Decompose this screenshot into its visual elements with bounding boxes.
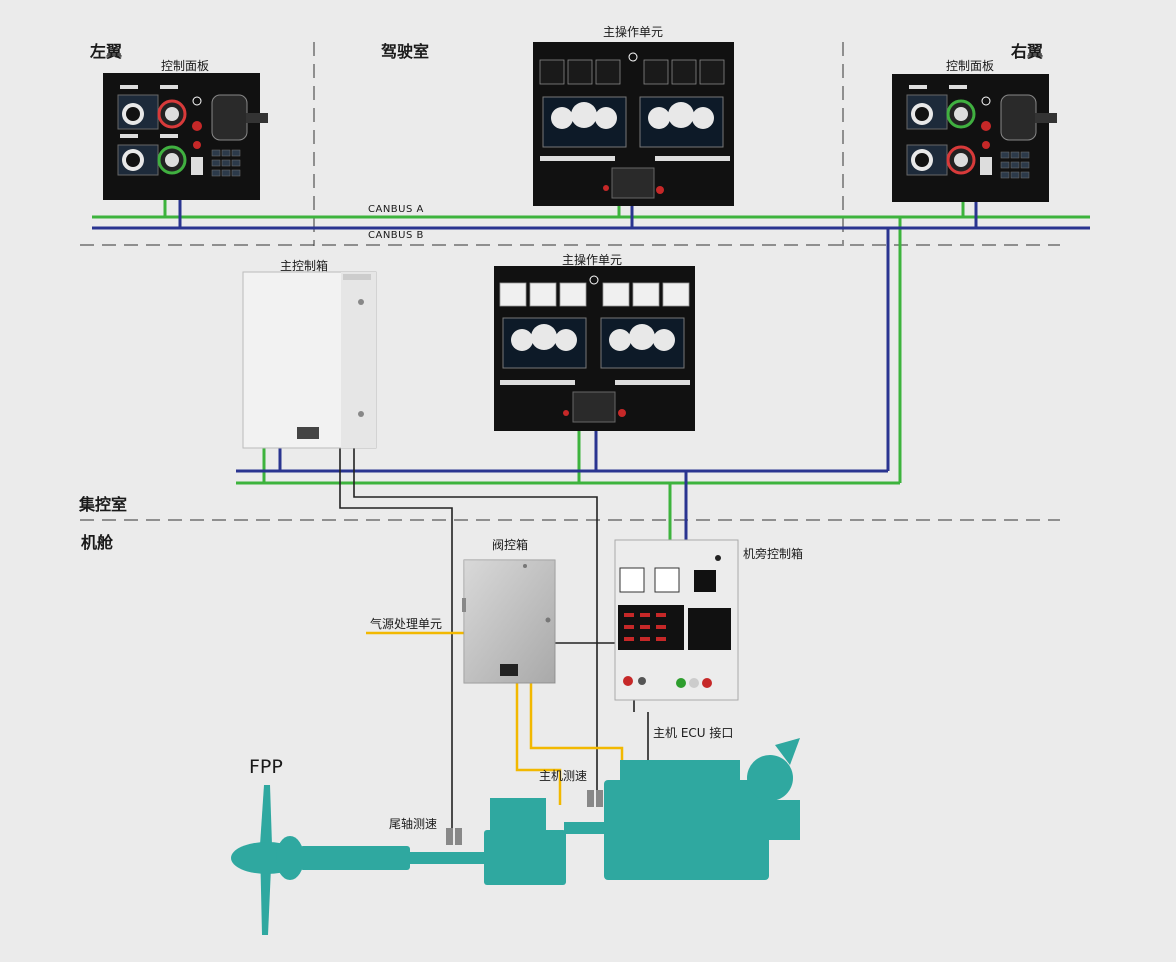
zone-right-wing: 右翼 [1011,42,1044,61]
signal-wires [339,448,649,828]
left-control-panel [103,73,268,200]
zone-left-wing: 左翼 [90,42,123,61]
bridge-main-unit [533,42,734,206]
zone-dividers [80,42,1060,521]
label-canbus-b: CANBUS B [368,230,424,241]
canbus-b-line [92,200,1090,540]
zone-engine-room: 机舱 [81,533,114,552]
zone-ecr: 集控室 [79,495,128,514]
label-ecu-interface: 主机 ECU 接口 [653,726,734,740]
label-control-panel-left: 控制面板 [161,59,210,73]
label-engine-speed: 主机测速 [539,769,588,783]
label-main-unit-ecr: 主操作单元 [562,253,623,267]
local-control-box [614,539,739,701]
label-valve-box: 阀控箱 [492,538,529,552]
ecr-main-unit [494,266,695,431]
valve-control-box [462,559,556,684]
label-main-cabinet: 主控制箱 [280,259,329,273]
label-air-unit: 气源处理单元 [370,617,443,631]
air-lines [366,631,624,805]
main-engine [604,738,800,880]
label-control-panel-right: 控制面板 [946,59,995,73]
label-fpp: FPP [249,756,283,778]
zone-bridge: 驾驶室 [381,42,430,61]
label-shaft-speed: 尾轴测速 [389,817,438,831]
speed-sensors [446,790,603,845]
canbus-a-line [92,200,1090,540]
label-local-box: 机旁控制箱 [743,547,804,561]
right-control-panel [892,74,1057,202]
label-canbus-a: CANBUS A [368,204,424,215]
main-control-cabinet [242,271,377,449]
shaft-line [300,798,612,885]
propeller [231,785,304,935]
label-main-unit-bridge: 主操作单元 [603,25,664,39]
